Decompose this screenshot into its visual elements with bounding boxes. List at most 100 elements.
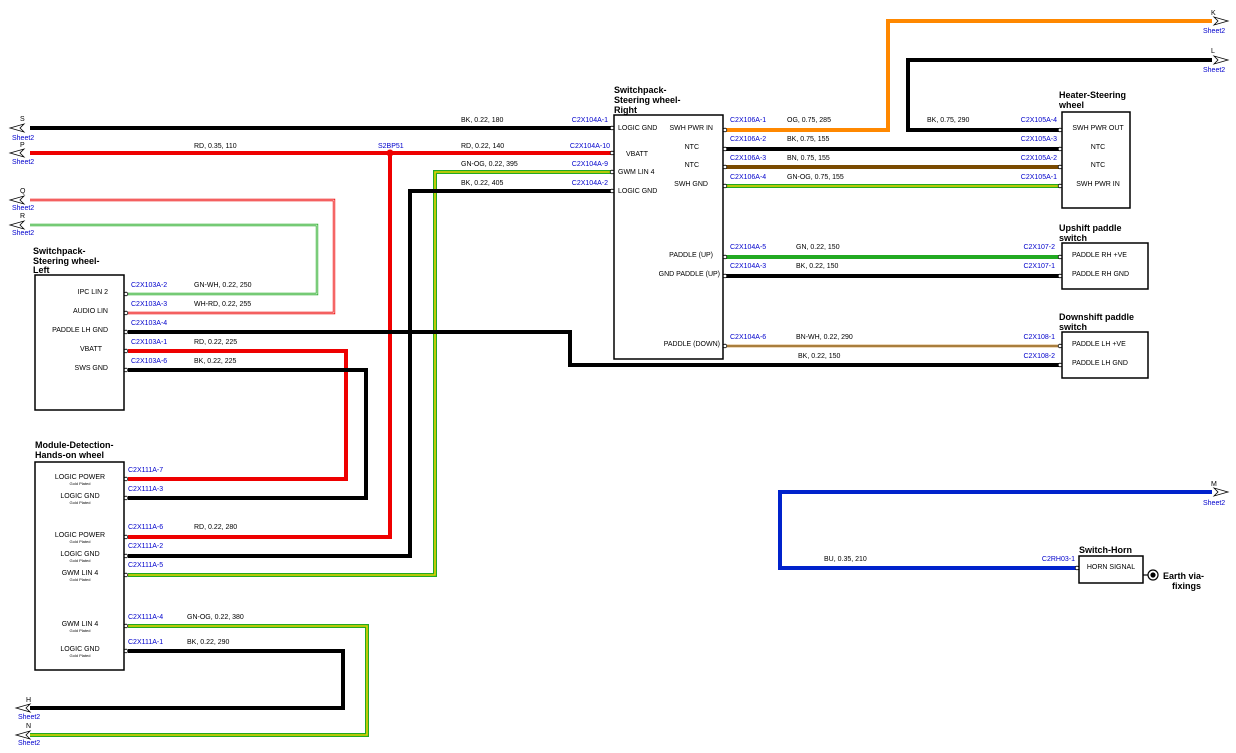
- offsheet-labels: S Sheet2 P Sheet2 Q Sheet2 R Sheet2 K Sh…: [12, 10, 1225, 747]
- conn-c2x105a-4[interactable]: C2X105A-4: [1021, 117, 1057, 124]
- conn-c2x105a-3[interactable]: C2X105A-3: [1021, 136, 1057, 143]
- conn-c2x108-1[interactable]: C2X108-1: [1023, 334, 1055, 341]
- wire-rd-225[interactable]: [128, 349, 348, 481]
- offsheet-sheet-r[interactable]: Sheet2: [12, 230, 34, 237]
- conn-c2x106a-4[interactable]: C2X106A-4: [730, 174, 766, 181]
- wire-gwm-lin-395-stripe: [128, 171, 613, 576]
- sp-right-box[interactable]: [613, 114, 724, 360]
- module-pin-gold-3: Gold Plated: [70, 539, 91, 544]
- wire-label-bnwh290: BN-WH, 0.22, 290: [796, 334, 853, 341]
- upshift-title-1: Upshift paddle: [1059, 223, 1122, 233]
- downshift-title-1: Downshift paddle: [1059, 312, 1134, 322]
- sp-right-pin-swh-pwr-in: SWH PWR IN: [669, 125, 713, 132]
- wire-bk-405[interactable]: [128, 189, 613, 558]
- heater-box[interactable]: [1061, 111, 1131, 209]
- wire-og-285[interactable]: [724, 19, 1212, 132]
- wire-label-bk405: BK, 0.22, 405: [461, 180, 504, 187]
- connector-labels: C2X104A-1 C2X104A-10 C2X104A-9 C2X104A-2…: [128, 117, 1075, 646]
- conn-c2x111a-5[interactable]: C2X111A-5: [128, 562, 163, 569]
- offsheet-sheet-l[interactable]: Sheet2: [1203, 67, 1225, 74]
- conn-c2x104a-9[interactable]: C2X104A-9: [572, 161, 608, 168]
- earth-label-2: fixings: [1172, 581, 1201, 591]
- horn-box[interactable]: [1078, 555, 1144, 584]
- offsheet-letter-k: K: [1211, 10, 1216, 17]
- offsheet-letter-q: Q: [20, 188, 26, 195]
- offsheet-letter-s: S: [20, 116, 25, 123]
- conn-c2x111a-7[interactable]: C2X111A-7: [128, 467, 163, 474]
- offsheet-sheet-k[interactable]: Sheet2: [1203, 28, 1225, 35]
- conn-c2x104a-10[interactable]: C2X104A-10: [570, 143, 610, 150]
- wire-label-bk290-l: BK, 0.75, 290: [927, 117, 970, 124]
- wire-label-p2: RD, 0.22, 140: [461, 143, 504, 150]
- wire-label-og285: OG, 0.75, 285: [787, 117, 831, 124]
- sp-left-pin-vbatt: VBATT: [80, 346, 103, 353]
- offsheet-letter-m: M: [1211, 481, 1217, 488]
- conn-c2x103a-1[interactable]: C2X103A-1: [131, 339, 167, 346]
- conn-c2x103a-2[interactable]: C2X103A-2: [131, 282, 167, 289]
- wire-bk-290-h[interactable]: [30, 649, 345, 710]
- offsheet-sheet-h[interactable]: Sheet2: [18, 714, 40, 721]
- sp-right-pin-logic-gnd-2: LOGIC GND: [618, 188, 657, 195]
- conn-c2x104a-1[interactable]: C2X104A-1: [572, 117, 608, 124]
- sp-right-title-2: Steering wheel-: [614, 95, 681, 105]
- arrow-l-icon: [1212, 55, 1230, 65]
- module-box[interactable]: [34, 461, 125, 671]
- conn-c2x111a-1[interactable]: C2X111A-1: [128, 639, 163, 646]
- arrow-s-icon: [8, 123, 26, 133]
- wire-bu-210[interactable]: [778, 490, 1212, 570]
- sp-right-pin-paddle-up: PADDLE (UP): [669, 252, 713, 259]
- conn-c2x105a-2[interactable]: C2X105A-2: [1021, 155, 1057, 162]
- conn-c2x104a-2[interactable]: C2X104A-2: [572, 180, 608, 187]
- offsheet-sheet-p[interactable]: Sheet2: [12, 159, 34, 166]
- sp-right-pin-gwm-lin4: GWM LIN 4: [618, 169, 655, 176]
- conn-c2x108-2[interactable]: C2X108-2: [1023, 353, 1055, 360]
- horn-pin-horn-signal: HORN SIGNAL: [1087, 564, 1135, 571]
- sp-left-box[interactable]: [34, 274, 125, 411]
- conn-c2x107-2[interactable]: C2X107-2: [1023, 244, 1055, 251]
- wire-bk-290-heater[interactable]: [906, 58, 1212, 132]
- wire-rd-280[interactable]: [128, 153, 392, 539]
- sp-left-pin-paddle-lh-gnd: PADDLE LH GND: [52, 327, 108, 334]
- conn-c2x104a-3[interactable]: C2X104A-3: [730, 263, 766, 270]
- conn-c2x111a-6[interactable]: C2X111A-6: [128, 524, 163, 531]
- module-pin-gold-1: Gold Plated: [70, 481, 91, 486]
- module-pin-gold-5: Gold Plated: [70, 577, 91, 582]
- wire-label-whrd255: WH-RD, 0.22, 255: [194, 301, 251, 308]
- conn-c2x104a-5[interactable]: C2X104A-5: [730, 244, 766, 251]
- splice-label: S2BP51: [378, 143, 404, 150]
- conn-c2x104a-6[interactable]: C2X104A-6: [730, 334, 766, 341]
- earth-label-1: Earth via-: [1163, 571, 1204, 581]
- conn-c2x103a-4[interactable]: C2X103A-4: [131, 320, 167, 327]
- conn-c2x111a-3[interactable]: C2X111A-3: [128, 486, 163, 493]
- wire-bk-225[interactable]: [128, 368, 368, 500]
- heater-pin-swh-pwr-out: SWH PWR OUT: [1072, 125, 1124, 132]
- arrow-r-icon: [8, 220, 26, 230]
- conn-c2x106a-3[interactable]: C2X106A-3: [730, 155, 766, 162]
- conn-c2x103a-6[interactable]: C2X103A-6: [131, 358, 167, 365]
- conn-c2x111a-4[interactable]: C2X111A-4: [128, 614, 163, 621]
- sp-right-pin-vbatt: VBATT: [626, 151, 649, 158]
- upshift-title-2: switch: [1059, 233, 1087, 243]
- module-pin-logic-gnd-2: LOGIC GND: [60, 551, 99, 558]
- wire-label-bn155: BN, 0.75, 155: [787, 155, 830, 162]
- wire-label-rd280: RD, 0.22, 280: [194, 524, 237, 531]
- downshift-title-2: switch: [1059, 322, 1087, 332]
- conn-c2x106a-1[interactable]: C2X106A-1: [730, 117, 766, 124]
- wires: [30, 19, 1212, 737]
- wire-paddle-lh-gnd[interactable]: [128, 330, 1061, 367]
- offsheet-sheet-n[interactable]: Sheet2: [18, 740, 40, 747]
- offsheet-sheet-s[interactable]: Sheet2: [12, 135, 34, 142]
- conn-c2x111a-2[interactable]: C2X111A-2: [128, 543, 163, 550]
- arrow-m-icon: [1212, 487, 1230, 497]
- offsheet-letter-l: L: [1211, 48, 1215, 55]
- conn-c2x103a-3[interactable]: C2X103A-3: [131, 301, 167, 308]
- conn-c2x106a-2[interactable]: C2X106A-2: [730, 136, 766, 143]
- sp-left-title-3: Left: [33, 265, 50, 275]
- downshift-box[interactable]: [1061, 331, 1149, 379]
- conn-c2rh03-1[interactable]: C2RH03-1: [1042, 556, 1075, 563]
- upshift-box[interactable]: [1061, 242, 1149, 290]
- conn-c2x107-1[interactable]: C2X107-1: [1023, 263, 1055, 270]
- offsheet-sheet-m[interactable]: Sheet2: [1203, 500, 1225, 507]
- offsheet-sheet-q[interactable]: Sheet2: [12, 205, 34, 212]
- conn-c2x105a-1[interactable]: C2X105A-1: [1021, 174, 1057, 181]
